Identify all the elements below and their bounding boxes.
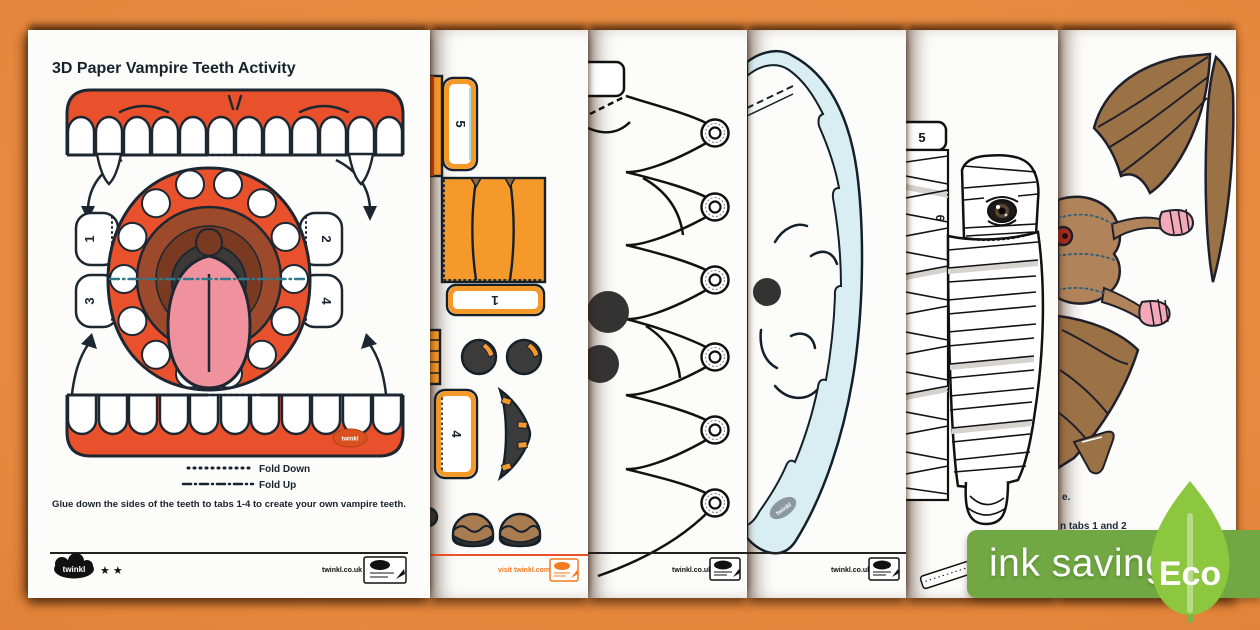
glue-tab-numbers: 1 3 2 4	[82, 235, 334, 305]
pumpkin-mouth	[497, 386, 532, 482]
worksheet-pumpkin: visit twinkl.com 5 1 4	[430, 30, 588, 598]
mummy-arm-strip	[906, 148, 950, 502]
fold-up-label: Fold Up	[259, 480, 296, 491]
tab-number-3: 3	[82, 297, 97, 304]
bat-body	[1058, 195, 1165, 322]
worksheet-crown: twinkl.co.uk	[588, 30, 747, 598]
ghost-body	[747, 49, 864, 555]
svg-text:twinkl: twinkl	[341, 437, 358, 443]
tab-numbers: 5 1 4	[449, 120, 499, 438]
tab-5	[906, 120, 948, 153]
open-mouth	[106, 166, 312, 392]
ghost-face	[753, 223, 839, 399]
partial-instructions: e. n tabs 1 and 2	[1060, 492, 1127, 532]
ghost-eye	[753, 278, 781, 306]
tab-number-5: 5	[918, 130, 925, 145]
pumpkin-stem-strip	[430, 328, 442, 386]
bat-foot	[1138, 298, 1171, 327]
partial-text-1: e.	[1062, 492, 1071, 503]
closed-eyes	[430, 507, 542, 548]
pumpkin-segment	[440, 176, 547, 284]
ink-saving-label: ink saving	[989, 542, 1168, 585]
tab-numbers: 5 6	[918, 130, 947, 222]
bat-ear-piece	[1072, 430, 1115, 475]
footer-url: twinkl.co.uk	[831, 567, 871, 574]
twinkl-watermark: twinkl	[769, 496, 797, 520]
svg-text:twinkl: twinkl	[63, 565, 86, 574]
page-title: 3D Paper Vampire Teeth Activity	[52, 60, 296, 77]
footer-url: twinkl.co.uk	[322, 567, 362, 574]
eco-leaf-icon: Eco	[1136, 477, 1244, 625]
sheet3-footer: twinkl.co.uk	[588, 552, 747, 581]
bat-upper-wing	[1092, 52, 1235, 283]
tab-number-4: 4	[319, 297, 334, 305]
upper-jaw	[65, 88, 405, 186]
fold-down-label: Fold Down	[259, 464, 310, 475]
vampire-teeth-illustration: 3D Paper Vampire Teeth Activity 1 3 2 4	[50, 60, 408, 584]
inner-teeth-ring	[109, 169, 309, 389]
sheet2-footer: visit twinkl.com	[430, 554, 588, 582]
tab-number-6: 6	[933, 215, 947, 222]
right-fang	[347, 152, 375, 186]
mummy-head	[960, 154, 1040, 244]
pumpkin-craft-illustration: visit twinkl.com 5 1 4	[430, 74, 588, 582]
crown-outline	[588, 60, 709, 578]
crown-craft-illustration: twinkl.co.uk	[588, 60, 747, 581]
tab-number-2: 2	[319, 235, 334, 242]
left-fang	[95, 152, 123, 186]
eco-label: Eco	[1159, 555, 1221, 593]
difficulty-stars: ★ ★	[100, 565, 123, 577]
tab-1	[445, 283, 546, 317]
twinkl-quality-badge	[868, 557, 900, 581]
instruction-text: Glue down the sides of the teeth to tabs…	[52, 499, 406, 510]
worksheet-vampire-teeth: 3D Paper Vampire Teeth Activity 1 3 2 4	[28, 30, 430, 598]
twinkl-badge-orange	[549, 558, 579, 582]
sheet4-footer: twinkl.co.uk	[747, 552, 906, 581]
bat-hand	[1158, 208, 1194, 237]
mummy-craft-illustration: 5 6	[906, 120, 1045, 590]
uvula	[194, 227, 224, 258]
mummy-body	[946, 230, 1045, 526]
twinkl-quality-badge	[709, 557, 741, 581]
visit-twinkl-link: visit twinkl.com	[498, 567, 550, 574]
worksheet-mummy: 5 6	[906, 30, 1058, 598]
crown-rings	[700, 118, 730, 518]
twinkl-watermark: twinkl	[332, 428, 368, 448]
twinkl-logo: twinkl	[54, 553, 94, 579]
mummy-eye	[987, 199, 1017, 223]
tab-number-4: 4	[449, 430, 464, 438]
tab-5	[441, 76, 479, 172]
sheet1-footer: twinkl ★ ★ twinkl.co.uk	[50, 552, 408, 584]
black-dots	[588, 291, 629, 383]
partial-text-2: n tabs 1 and 2	[1060, 521, 1127, 532]
pumpkin-eyes	[460, 338, 543, 376]
tab-4	[433, 388, 479, 480]
fold-legend: Fold Down Fold Up	[181, 464, 310, 491]
ghost-craft-illustration: twinkl twinkl.co.uk	[747, 49, 906, 581]
twinkl-quality-badge	[363, 556, 407, 584]
tab-number-5: 5	[453, 120, 468, 127]
tab-number-1: 1	[82, 235, 97, 242]
bat-craft-illustration: e. n tabs 1 and 2	[1058, 52, 1235, 532]
worksheet-ghost: twinkl twinkl.co.uk	[747, 30, 906, 598]
footer-url: twinkl.co.uk	[672, 567, 712, 574]
tab-number-1: 1	[491, 293, 498, 308]
lower-jaw: twinkl	[65, 393, 405, 458]
